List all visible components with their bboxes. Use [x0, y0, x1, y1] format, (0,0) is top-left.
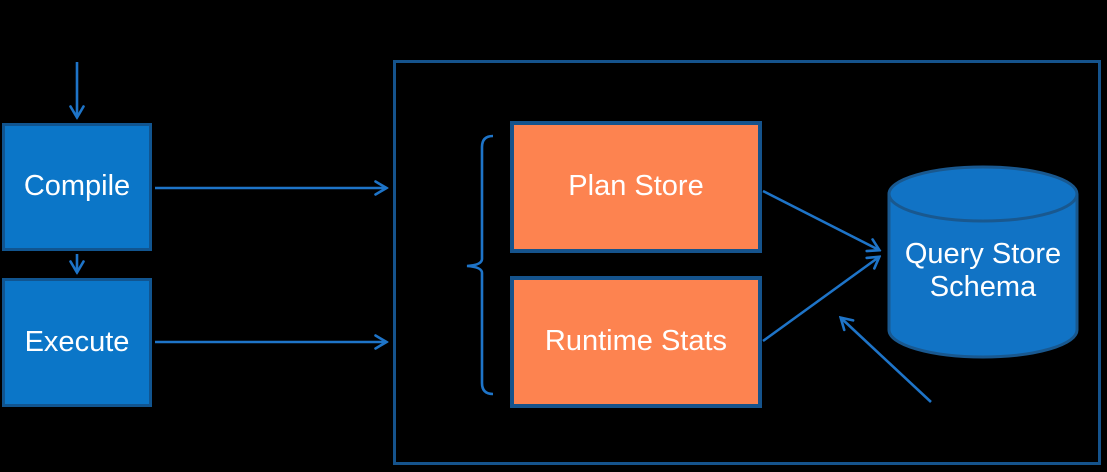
execute-label: Execute: [24, 325, 130, 358]
plan-store-label: Plan Store: [568, 170, 704, 203]
query-store-container: [393, 60, 1101, 465]
plan-store-node: Plan Store: [510, 121, 762, 253]
query-store-schema-label-line2: Schema: [929, 271, 1037, 303]
query-store-schema-label: Query Store Schema: [888, 238, 1078, 304]
compile-node: Compile: [2, 123, 152, 251]
runtime-stats-label: Runtime Stats: [544, 325, 728, 358]
execute-node: Execute: [2, 278, 152, 407]
runtime-stats-node: Runtime Stats: [510, 276, 762, 408]
compile-label: Compile: [23, 170, 131, 203]
query-store-schema-label-line1: Query Store: [904, 238, 1062, 270]
